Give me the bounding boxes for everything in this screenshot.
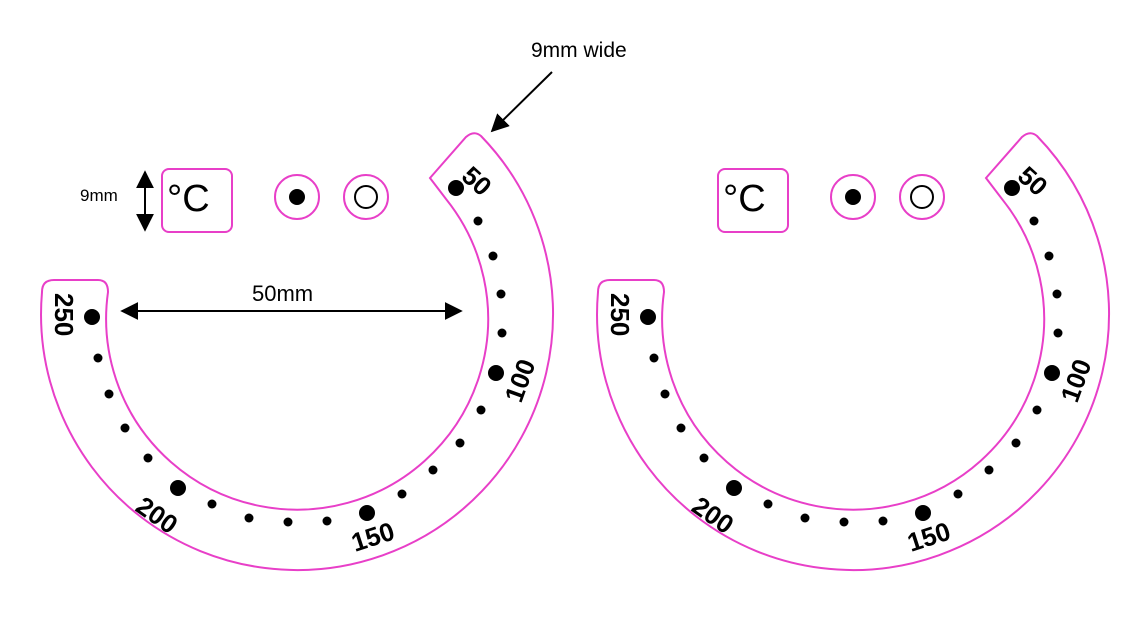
scale-major-dot xyxy=(1044,365,1060,381)
scale-minor-dot xyxy=(1032,405,1042,415)
celsius-text: °C xyxy=(167,178,210,220)
dial-label-250: 250 xyxy=(605,293,635,336)
scale-minor-dot xyxy=(476,405,486,415)
scale-minor-dot xyxy=(953,489,963,499)
scale-minor-dot xyxy=(104,389,114,399)
scale-minor-dot xyxy=(473,216,483,226)
scale-minor-dot xyxy=(1044,251,1054,261)
scale-minor-dot xyxy=(120,423,130,433)
scale-minor-dot xyxy=(1053,328,1063,338)
filled-indicator-dot xyxy=(845,189,861,205)
scale-major-dot xyxy=(1004,180,1020,196)
scale-minor-dot xyxy=(207,499,217,509)
celsius-text: °C xyxy=(723,178,766,220)
scale-minor-dot xyxy=(283,517,293,527)
scale-dots xyxy=(84,180,507,527)
dial-arc-outline xyxy=(596,132,1111,572)
dial-left: °C 50 100 150 200 250 xyxy=(40,132,555,572)
scale-minor-dot xyxy=(699,453,709,463)
scale-minor-dot xyxy=(800,513,810,523)
dial-label-250: 250 xyxy=(49,293,79,336)
width-annotation: 9mm wide xyxy=(531,39,627,62)
scale-major-dot xyxy=(84,309,100,325)
scale-minor-dot xyxy=(763,499,773,509)
scale-minor-dot xyxy=(660,389,670,399)
width-arrow xyxy=(490,71,553,133)
scale-minor-dot xyxy=(455,438,465,448)
empty-indicator-dot xyxy=(910,185,934,209)
empty-indicator-dot xyxy=(354,185,378,209)
dial-arc-outline xyxy=(40,132,555,572)
height-annotation: 9mm xyxy=(80,186,118,205)
scale-major-dot xyxy=(488,365,504,381)
celsius-badge xyxy=(717,168,789,233)
scale-minor-dot xyxy=(649,353,659,363)
scale-minor-dot xyxy=(984,465,994,475)
diameter-annotation: 50mm xyxy=(252,281,313,306)
scale-dots xyxy=(640,180,1063,527)
scale-minor-dot xyxy=(878,516,888,526)
scale-major-dot xyxy=(915,505,931,521)
scale-minor-dot xyxy=(244,513,254,523)
scale-minor-dot xyxy=(93,353,103,363)
scale-minor-dot xyxy=(839,517,849,527)
scale-minor-dot xyxy=(1029,216,1039,226)
scale-major-dot xyxy=(726,480,742,496)
scale-minor-dot xyxy=(676,423,686,433)
scale-major-dot xyxy=(170,480,186,496)
scale-major-dot xyxy=(359,505,375,521)
scale-minor-dot xyxy=(1011,438,1021,448)
scale-minor-dot xyxy=(143,453,153,463)
scale-minor-dot xyxy=(488,251,498,261)
scale-minor-dot xyxy=(1052,289,1062,299)
scale-minor-dot xyxy=(497,328,507,338)
scale-major-dot xyxy=(640,309,656,325)
scale-minor-dot xyxy=(397,489,407,499)
dial-right: °C 50 100 150 200 250 xyxy=(596,132,1111,572)
celsius-badge xyxy=(161,168,233,233)
scale-major-dot xyxy=(448,180,464,196)
scale-minor-dot xyxy=(496,289,506,299)
scale-minor-dot xyxy=(428,465,438,475)
scale-minor-dot xyxy=(322,516,332,526)
filled-indicator-dot xyxy=(289,189,305,205)
